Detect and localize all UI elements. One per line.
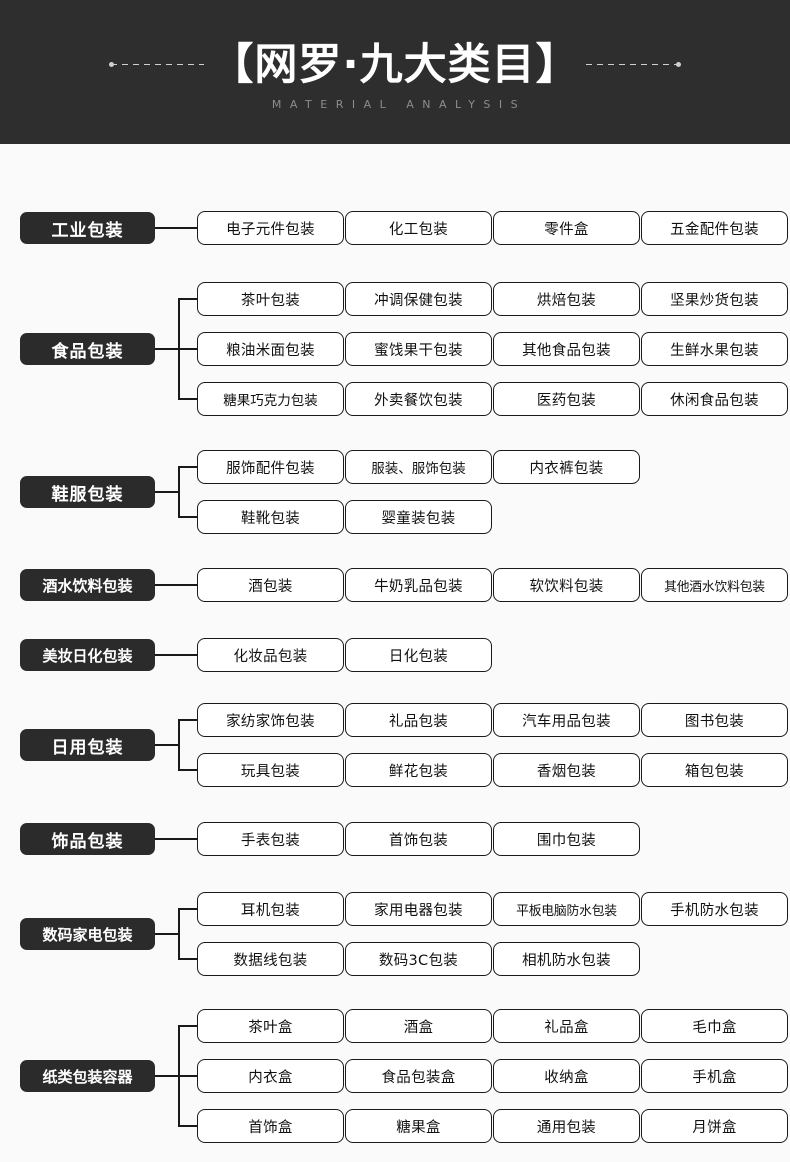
subcategory-box[interactable]: 相机防水包装 xyxy=(493,942,640,976)
category-diagram: 工业包装 电子元件包装化工包装零件盒五金配件包装食品包装 茶叶包装冲调保健包装烘焙包… xyxy=(0,144,790,1162)
connector-trunk xyxy=(155,744,178,746)
category-label-2[interactable]: 食品包装 xyxy=(20,333,155,365)
subcategory-box[interactable]: 鞋靴包装 xyxy=(197,500,344,534)
connector-spine xyxy=(178,467,180,517)
subcategory-box[interactable]: 烘焙包装 xyxy=(493,282,640,316)
category-label-9[interactable]: 纸类包装容器 xyxy=(20,1060,155,1092)
connector-spine xyxy=(178,909,180,959)
subcategory-box[interactable]: 五金配件包装 xyxy=(641,211,788,245)
subcategory-box[interactable]: 首饰盒 xyxy=(197,1109,344,1143)
connector-branch xyxy=(178,1025,197,1027)
subcategory-box[interactable]: 牛奶乳品包装 xyxy=(345,568,492,602)
subcategory-box[interactable]: 耳机包装 xyxy=(197,892,344,926)
subcategory-box[interactable]: 粮油米面包装 xyxy=(197,332,344,366)
connector-branch xyxy=(178,398,197,400)
connector-trunk xyxy=(155,227,197,229)
subcategory-box[interactable]: 外卖餐饮包装 xyxy=(345,382,492,416)
subcategory-box[interactable]: 零件盒 xyxy=(493,211,640,245)
subcategory-box[interactable]: 其他食品包装 xyxy=(493,332,640,366)
subcategory-box[interactable]: 生鲜水果包装 xyxy=(641,332,788,366)
subcategory-box[interactable]: 电子元件包装 xyxy=(197,211,344,245)
subcategory-box[interactable]: 手机盒 xyxy=(641,1059,788,1093)
subcategory-box[interactable]: 玩具包装 xyxy=(197,753,344,787)
subcategory-box[interactable]: 医药包装 xyxy=(493,382,640,416)
subcategory-box[interactable]: 酒包装 xyxy=(197,568,344,602)
category-label-3[interactable]: 鞋服包装 xyxy=(20,476,155,508)
subcategory-box[interactable]: 内衣裤包装 xyxy=(493,450,640,484)
connector-branch xyxy=(178,908,197,910)
subcategory-box[interactable]: 收纳盒 xyxy=(493,1059,640,1093)
header-banner: 【网罗·九大类目】 MATERIAL ANALYSIS xyxy=(0,0,790,144)
connector-trunk xyxy=(155,348,178,350)
subcategory-box[interactable]: 婴童装包装 xyxy=(345,500,492,534)
connector-branch xyxy=(178,769,197,771)
category-label-8[interactable]: 数码家电包装 xyxy=(20,918,155,950)
connector-trunk xyxy=(155,491,178,493)
connector-branch xyxy=(178,719,197,721)
subcategory-box[interactable]: 其他酒水饮料包装 xyxy=(641,568,788,602)
subcategory-box[interactable]: 香烟包装 xyxy=(493,753,640,787)
subcategory-box[interactable]: 礼品盒 xyxy=(493,1009,640,1043)
subcategory-box[interactable]: 箱包包装 xyxy=(641,753,788,787)
subcategory-box[interactable]: 手表包装 xyxy=(197,822,344,856)
subcategory-box[interactable]: 通用包装 xyxy=(493,1109,640,1143)
divider-right xyxy=(585,62,681,67)
subcategory-box[interactable]: 日化包装 xyxy=(345,638,492,672)
divider-left xyxy=(109,62,205,67)
subcategory-box[interactable]: 糖果盒 xyxy=(345,1109,492,1143)
subcategory-box[interactable]: 化妆品包装 xyxy=(197,638,344,672)
header-title-row: 【网罗·九大类目】 xyxy=(0,38,790,92)
subcategory-box[interactable]: 数码3C包装 xyxy=(345,942,492,976)
connector-trunk xyxy=(155,584,197,586)
subcategory-box[interactable]: 月饼盒 xyxy=(641,1109,788,1143)
connector-branch xyxy=(178,1075,197,1077)
subcategory-box[interactable]: 休闲食品包装 xyxy=(641,382,788,416)
subcategory-box[interactable]: 鲜花包装 xyxy=(345,753,492,787)
subcategory-box[interactable]: 数据线包装 xyxy=(197,942,344,976)
subcategory-box[interactable]: 图书包装 xyxy=(641,703,788,737)
category-label-1[interactable]: 工业包装 xyxy=(20,212,155,244)
subcategory-box[interactable]: 冲调保健包装 xyxy=(345,282,492,316)
category-label-6[interactable]: 日用包装 xyxy=(20,729,155,761)
connector-spine xyxy=(178,720,180,770)
connector-branch xyxy=(178,298,197,300)
subcategory-box[interactable]: 服饰配件包装 xyxy=(197,450,344,484)
category-label-5[interactable]: 美妆日化包装 xyxy=(20,639,155,671)
connector-branch xyxy=(178,1125,197,1127)
page-title: 【网罗·九大类目】 xyxy=(210,39,580,90)
connector-branch xyxy=(178,958,197,960)
subcategory-box[interactable]: 茶叶包装 xyxy=(197,282,344,316)
subcategory-box[interactable]: 汽车用品包装 xyxy=(493,703,640,737)
connector-branch xyxy=(178,348,197,350)
subcategory-box[interactable]: 食品包装盒 xyxy=(345,1059,492,1093)
subcategory-box[interactable]: 围巾包装 xyxy=(493,822,640,856)
connector-branch xyxy=(178,516,197,518)
subcategory-box[interactable]: 毛巾盒 xyxy=(641,1009,788,1043)
subcategory-box[interactable]: 平板电脑防水包装 xyxy=(493,892,640,926)
subcategory-box[interactable]: 内衣盒 xyxy=(197,1059,344,1093)
subcategory-box[interactable]: 糖果巧克力包装 xyxy=(197,382,344,416)
subcategory-box[interactable]: 酒盒 xyxy=(345,1009,492,1043)
subcategory-box[interactable]: 坚果炒货包装 xyxy=(641,282,788,316)
connector-branch xyxy=(178,466,197,468)
subcategory-box[interactable]: 家纺家饰包装 xyxy=(197,703,344,737)
category-label-7[interactable]: 饰品包装 xyxy=(20,823,155,855)
subcategory-box[interactable]: 家用电器包装 xyxy=(345,892,492,926)
connector-trunk xyxy=(155,654,197,656)
subcategory-box[interactable]: 服装、服饰包装 xyxy=(345,450,492,484)
subcategory-box[interactable]: 蜜饯果干包装 xyxy=(345,332,492,366)
page-subtitle: MATERIAL ANALYSIS xyxy=(271,97,527,111)
connector-trunk xyxy=(155,933,178,935)
connector-trunk xyxy=(155,1075,178,1077)
subcategory-box[interactable]: 礼品包装 xyxy=(345,703,492,737)
subcategory-box[interactable]: 手机防水包装 xyxy=(641,892,788,926)
subcategory-box[interactable]: 软饮料包装 xyxy=(493,568,640,602)
subcategory-box[interactable]: 化工包装 xyxy=(345,211,492,245)
subcategory-box[interactable]: 茶叶盒 xyxy=(197,1009,344,1043)
category-label-4[interactable]: 酒水饮料包装 xyxy=(20,569,155,601)
subcategory-box[interactable]: 首饰包装 xyxy=(345,822,492,856)
connector-trunk xyxy=(155,838,197,840)
